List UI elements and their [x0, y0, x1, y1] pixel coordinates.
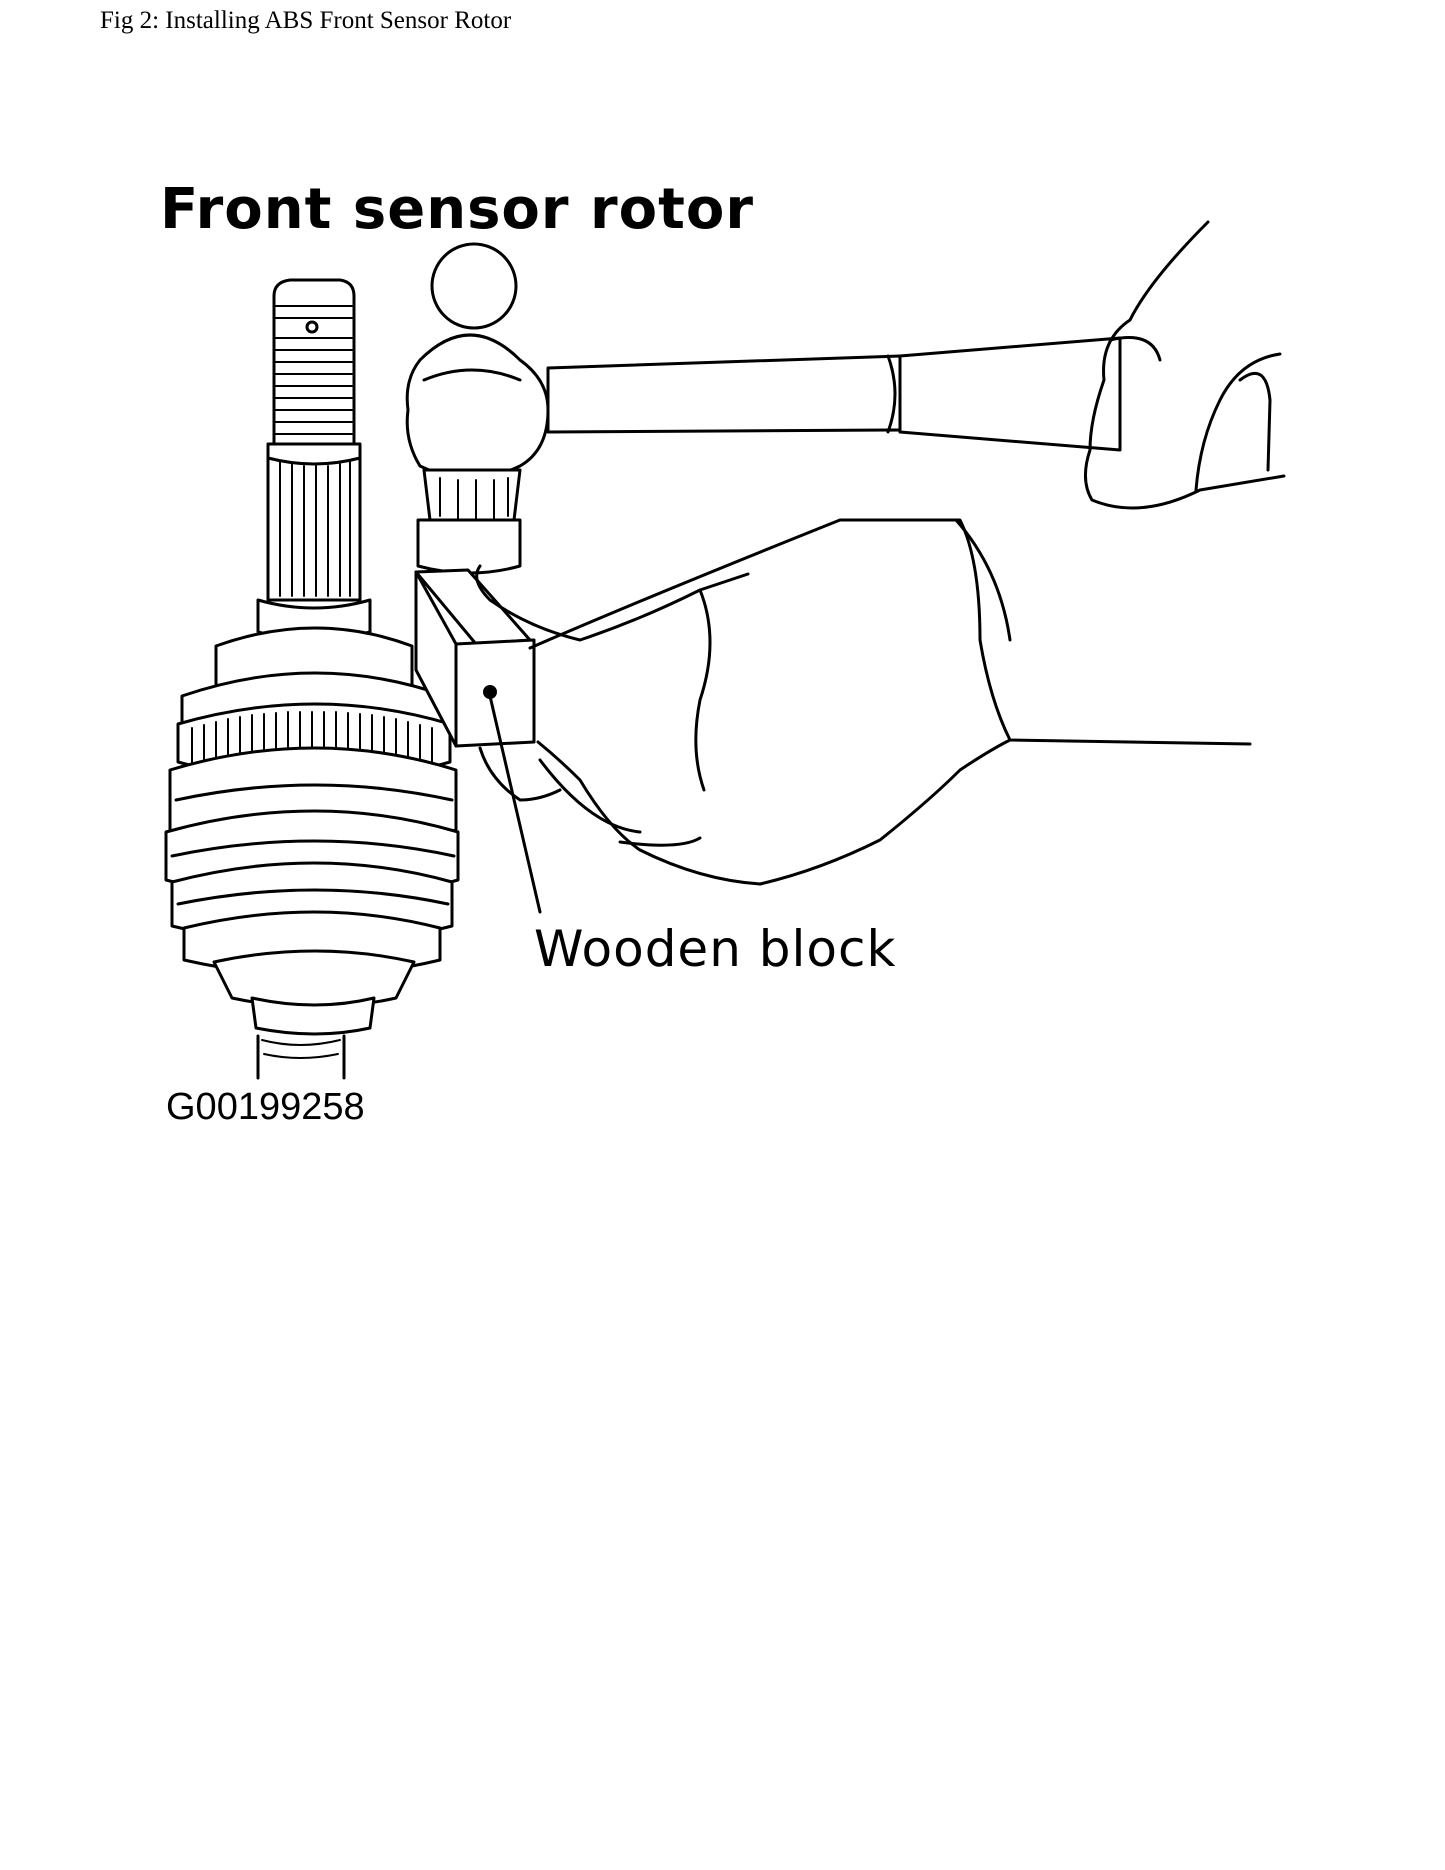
figure-id: G00199258 [166, 1086, 365, 1128]
hammer [405, 242, 1122, 575]
wooden-block-label: Wooden block [534, 920, 897, 978]
figure-caption: Fig 2: Installing ABS Front Sensor Rotor [100, 7, 512, 34]
hand-gripping-hammer [1084, 220, 1286, 510]
front-sensor-rotor-label: Front sensor rotor [160, 177, 754, 242]
hand-holding-block [475, 518, 1252, 886]
wooden-block [414, 568, 542, 914]
